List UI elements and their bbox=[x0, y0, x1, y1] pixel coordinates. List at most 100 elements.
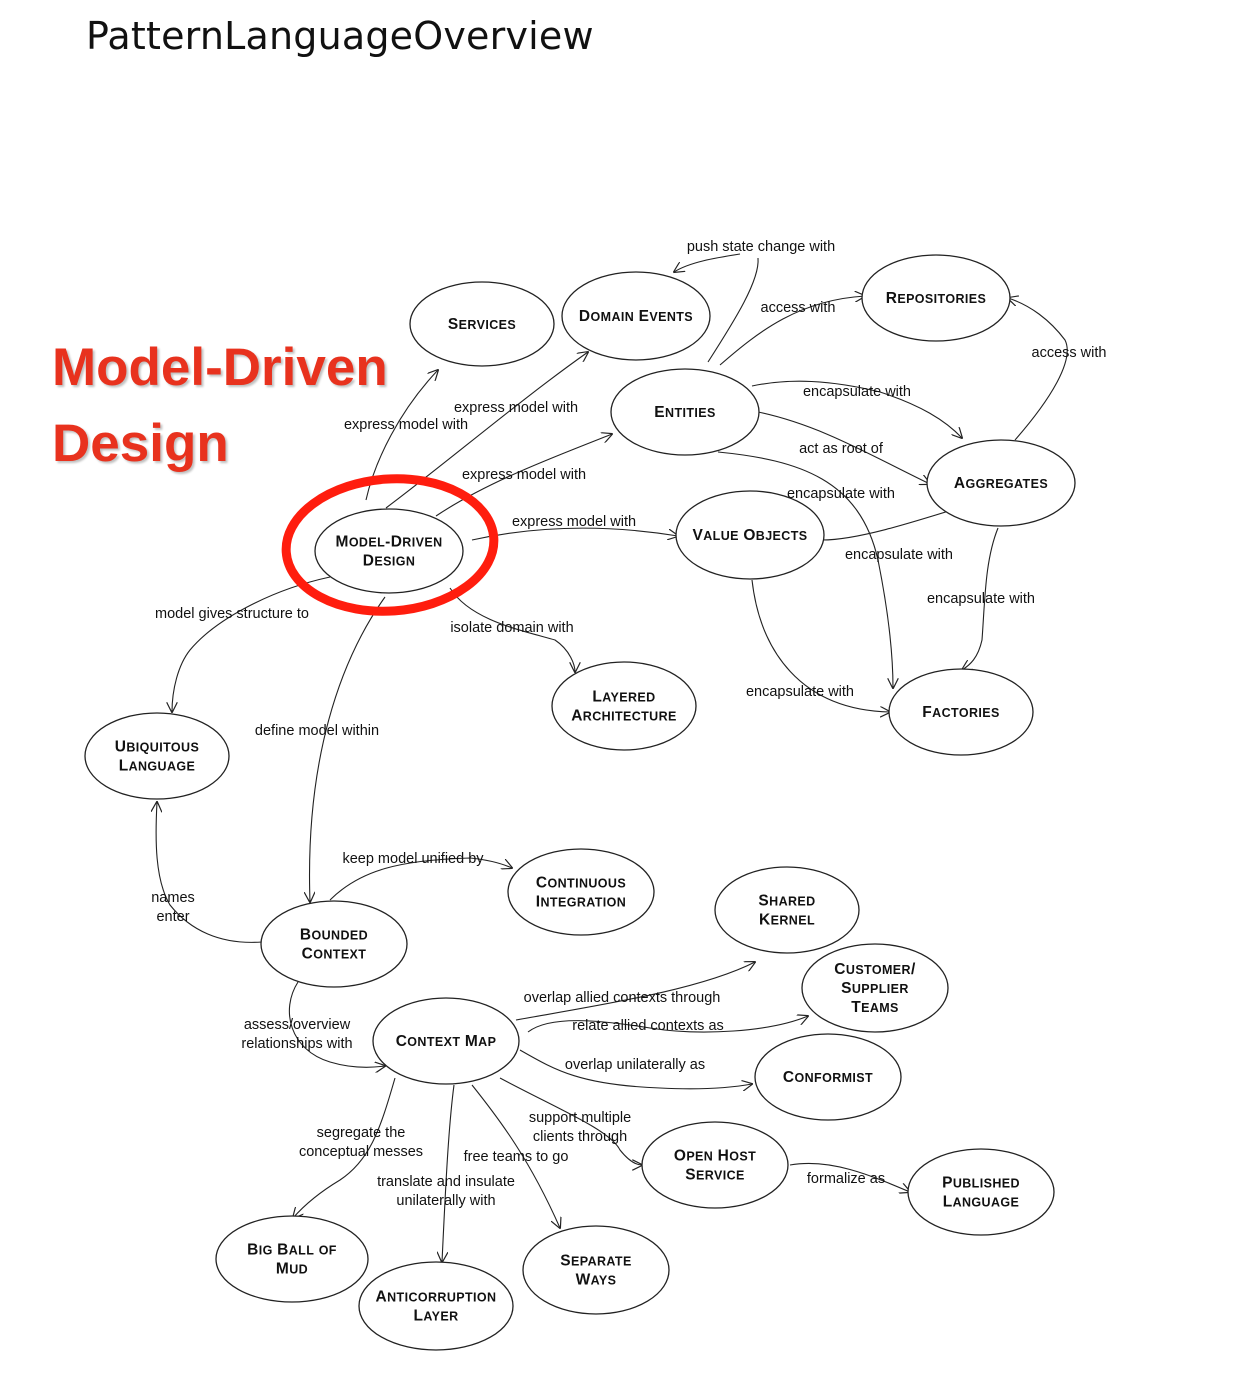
edge-cm-customer-supplier bbox=[527, 1016, 808, 1033]
node-published-language-shape bbox=[907, 1148, 1055, 1236]
edge-push-state-change bbox=[707, 257, 759, 363]
edge-label-keep-model-unified: keep model unified by bbox=[342, 851, 484, 867]
node-big-ball-of-mud-label: BIG BALL OF bbox=[247, 1242, 337, 1259]
node-customer-supplier-teams-label: SUPPLIER bbox=[841, 980, 909, 997]
node-layered-architecture-label: LAYERED bbox=[592, 689, 655, 706]
edge-mdd-ubiquitous bbox=[172, 576, 331, 712]
node-repositories-label: REPOSITORIES bbox=[886, 290, 987, 307]
node-value-objects-label: VALUE OBJECTS bbox=[692, 527, 807, 544]
highlight-line-2: Design bbox=[52, 414, 229, 473]
edge-cm-open-host bbox=[499, 1077, 642, 1165]
highlight-line-1: Model-Driven bbox=[52, 338, 388, 397]
edge-mdd-layered bbox=[449, 587, 575, 672]
edge-entities-factories bbox=[717, 451, 893, 688]
node-continuous-integration-label: INTEGRATION bbox=[536, 894, 626, 911]
node-services-shape bbox=[409, 281, 555, 367]
edge-cm-conformist bbox=[519, 1049, 752, 1089]
node-separate-ways-label: WAYS bbox=[576, 1272, 617, 1289]
edge-label-segregate: conceptual messes bbox=[299, 1144, 423, 1160]
edge-bounded-ubiquitous bbox=[156, 802, 263, 943]
edge-label-overlap-allied: overlap allied contexts through bbox=[524, 990, 721, 1006]
node-model-driven-design: MODEL-DRIVEN DESIGN bbox=[314, 508, 464, 594]
edge-label-assess-overview: relationships with bbox=[241, 1036, 352, 1052]
node-bounded-context-shape bbox=[260, 900, 408, 988]
node-domain-events-label: DOMAIN EVENTS bbox=[579, 308, 693, 325]
node-continuous-integration-shape bbox=[507, 848, 655, 936]
node-value-objects: VALUE OBJECTS bbox=[675, 490, 825, 580]
node-services: SERVICES bbox=[409, 281, 555, 367]
edge-label-support-multiple: clients through bbox=[533, 1129, 627, 1145]
node-value-objects-shape bbox=[675, 490, 825, 580]
edge-label-segregate: segregate the bbox=[317, 1125, 406, 1141]
node-factories-shape bbox=[888, 668, 1034, 756]
node-anticorruption-layer-label: LAYER bbox=[413, 1308, 458, 1325]
node-customer-supplier-teams-label: CUSTOMER/ bbox=[834, 961, 916, 978]
node-separate-ways: SEPARATE WAYS bbox=[522, 1225, 670, 1315]
node-anticorruption-layer-shape bbox=[358, 1261, 514, 1351]
edge-label-encapsulate-with-1: encapsulate with bbox=[803, 384, 911, 400]
edge-ohs-published bbox=[789, 1162, 910, 1192]
edge-label-encapsulate-with-4: encapsulate with bbox=[927, 591, 1035, 607]
edge-entities-repositories bbox=[719, 296, 865, 366]
node-repositories: REPOSITORIES bbox=[861, 254, 1011, 342]
node-layered-architecture-label: ARCHITECTURE bbox=[571, 708, 677, 725]
edges-layer bbox=[156, 253, 1068, 1262]
node-aggregates: AGGREGATES bbox=[926, 439, 1076, 527]
highlight-circle bbox=[281, 474, 499, 616]
node-model-driven-design-label: MODEL-DRIVEN bbox=[336, 534, 443, 551]
edge-cm-anticorruption bbox=[442, 1084, 455, 1262]
node-context-map-shape bbox=[372, 997, 520, 1085]
node-separate-ways-shape bbox=[522, 1225, 670, 1315]
edge-value-objects-factories bbox=[751, 579, 890, 712]
edge-label-free-teams: free teams to go bbox=[464, 1149, 569, 1165]
edge-label-formalize-as: formalize as bbox=[807, 1171, 885, 1187]
edge-label-encapsulate-with-3: encapsulate with bbox=[845, 547, 953, 563]
edge-label-express-model-2: express model with bbox=[344, 417, 468, 433]
node-repositories-shape bbox=[861, 254, 1011, 342]
edge-mdd-domain-events bbox=[385, 352, 588, 509]
node-factories: FACTORIES bbox=[888, 668, 1034, 756]
node-entities-label: ENTITIES bbox=[654, 404, 715, 421]
page-title: PatternLanguageOverview bbox=[86, 14, 594, 58]
node-customer-supplier-teams-shape bbox=[801, 943, 949, 1033]
edge-label-support-multiple: support multiple bbox=[529, 1110, 631, 1126]
edge-label-overlap-unilaterally: overlap unilaterally as bbox=[565, 1057, 705, 1073]
edge-entities-aggregates-encapsulate bbox=[751, 380, 962, 438]
node-continuous-integration-label: CONTINUOUS bbox=[536, 875, 626, 892]
edge-label-express-model-1: express model with bbox=[454, 400, 578, 416]
node-shared-kernel-label: SHARED bbox=[758, 893, 815, 910]
edge-label-names-enter: enter bbox=[156, 909, 189, 925]
node-model-driven-design-label: DESIGN bbox=[363, 553, 416, 570]
edge-bounded-ci bbox=[329, 857, 512, 901]
node-services-label: SERVICES bbox=[448, 316, 516, 333]
edge-label-assess-overview: assess/overview bbox=[244, 1017, 351, 1033]
node-aggregates-shape bbox=[926, 439, 1076, 527]
edge-label-translate-insulate: unilaterally with bbox=[396, 1193, 495, 1209]
node-anticorruption-layer-label: ANTICORRUPTION bbox=[376, 1289, 497, 1306]
edge-cm-separate-ways bbox=[471, 1084, 560, 1228]
edge-label-translate-insulate: translate and insulate bbox=[377, 1174, 515, 1190]
node-entities-shape bbox=[610, 368, 760, 456]
node-published-language-label: LANGUAGE bbox=[943, 1194, 1020, 1211]
edge-aggregates-factories bbox=[962, 527, 999, 670]
node-conformist: CONFORMIST bbox=[754, 1033, 902, 1121]
edge-label-model-gives-structure: model gives structure to bbox=[155, 606, 309, 622]
edge-label-express-model-3: express model with bbox=[462, 467, 586, 483]
node-continuous-integration: CONTINUOUS INTEGRATION bbox=[507, 848, 655, 936]
edge-entities-aggregates-root bbox=[757, 411, 930, 484]
edge-label-access-with-2: access with bbox=[1032, 345, 1107, 361]
node-bounded-context-label: CONTEXT bbox=[302, 946, 367, 963]
node-conformist-label: CONFORMIST bbox=[783, 1069, 873, 1086]
edge-label-define-model-within: define model within bbox=[255, 723, 379, 739]
node-model-driven-design-shape bbox=[314, 508, 464, 594]
node-aggregates-label: AGGREGATES bbox=[954, 475, 1048, 492]
node-separate-ways-label: SEPARATE bbox=[560, 1253, 631, 1270]
